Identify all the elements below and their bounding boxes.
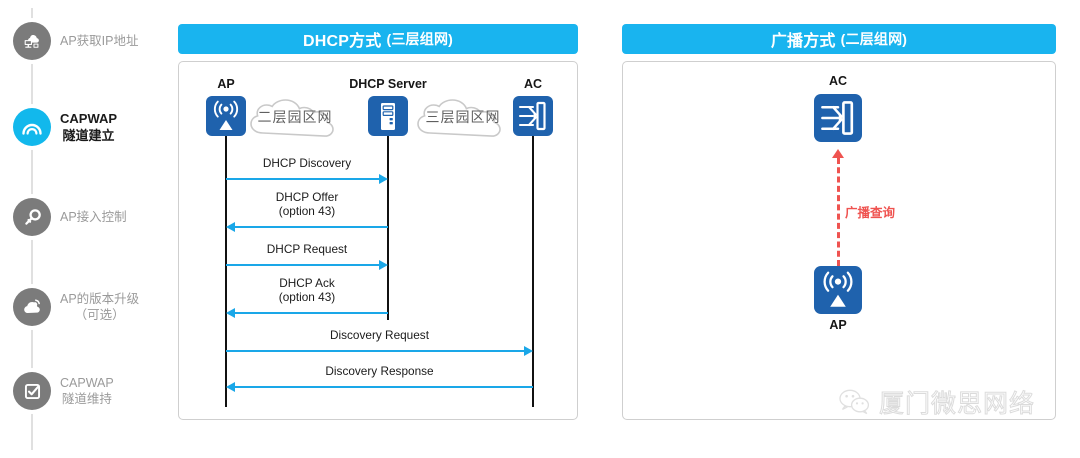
panel-title-dhcp: DHCP方式 (三层组网)	[178, 24, 578, 54]
node-ap: AP	[814, 266, 862, 332]
panel-title-paren: (二层组网)	[840, 31, 908, 47]
node-label: DHCP Server	[349, 77, 427, 91]
sidebar-step-ap-get-ip[interactable]: AP获取IP地址	[0, 22, 139, 60]
node-label: AC	[523, 77, 543, 91]
node-label: AC	[828, 74, 848, 88]
dhcp-sequence-diagram: 二层园区网 三层园区网 AP DHC	[178, 61, 578, 420]
sidebar-step-capwap-tunnel-setup[interactable]: CAPWAP 隧道建立	[0, 108, 117, 146]
message-label: DHCP Request	[266, 242, 348, 256]
message-label-line2: (option 43)	[278, 204, 336, 218]
lifeline-ac	[531, 136, 535, 407]
sidebar-step-ap-access-control[interactable]: AP接入控制	[0, 198, 127, 236]
broadcast-diagram: AC 广播查询	[622, 61, 1056, 420]
node-dhcp-server: DHCP Server	[349, 77, 427, 136]
wechat-icon	[839, 389, 870, 415]
sidebar-step-label-line1: AP的版本升级	[60, 292, 140, 306]
message-label-line1: DHCP Ack	[279, 276, 335, 290]
message-label: Discovery Response	[325, 364, 434, 378]
sidebar-step-label-line1: CAPWAP	[60, 111, 118, 126]
capwap-tunnel-icon	[13, 108, 51, 146]
broadcast-flow-line	[836, 158, 840, 266]
key-icon	[13, 198, 51, 236]
sidebar-step-label-line2: 隧道建立	[62, 128, 115, 143]
message-label: DHCP Ack (option 43)	[226, 276, 388, 304]
sidebar-step-label: CAPWAP 隧道维持	[60, 375, 114, 407]
cloud-label: 三层园区网	[425, 109, 501, 125]
checklist-icon	[13, 372, 51, 410]
dhcp-mode-panel: DHCP方式 (三层组网) 二层园区网 三层园区网 AP	[178, 24, 578, 420]
sidebar-step-label-line2: （可选）	[74, 308, 125, 322]
ac-controller-icon	[513, 96, 553, 136]
layer2-campus-network-cloud: 二层园区网	[240, 93, 350, 141]
sidebar-step-label: AP的版本升级 （可选）	[60, 291, 139, 323]
wireless-ap-icon	[206, 96, 246, 136]
message-arrow-dhcp-ack	[226, 308, 388, 318]
message-arrow-dhcp-discovery	[226, 174, 388, 184]
sidebar-step-label-line1: CAPWAP	[60, 376, 114, 390]
sidebar-step-label: AP获取IP地址	[60, 34, 139, 48]
watermark-text: 厦门微思网络	[878, 389, 1036, 419]
broadcast-arrow-head-icon	[832, 149, 844, 158]
message-arrow-discovery-request	[226, 346, 533, 356]
message-arrow-dhcp-offer	[226, 222, 388, 232]
sidebar-step-ap-version-upgrade[interactable]: AP的版本升级 （可选）	[0, 288, 139, 326]
sidebar-step-label: AP接入控制	[60, 210, 127, 224]
wireless-ap-icon	[814, 266, 862, 314]
message-label: DHCP Discovery	[262, 156, 352, 170]
broadcast-flow-label: 广播查询	[845, 206, 896, 220]
panel-title-paren: (三层组网)	[386, 31, 454, 47]
node-ap: AP	[206, 77, 246, 136]
broadcast-mode-panel: 广播方式 (二层组网) AC 广播查询	[622, 24, 1056, 420]
layer3-campus-network-cloud: 三层园区网	[407, 93, 519, 141]
node-label: AP	[829, 318, 847, 332]
lifeline-ap	[224, 136, 228, 407]
sidebar-step-label-line2: 隧道维持	[61, 392, 112, 406]
server-icon	[368, 96, 408, 136]
cloud-label: 二层园区网	[257, 109, 333, 125]
message-label-line1: DHCP Offer	[275, 190, 339, 204]
process-steps-sidebar: AP获取IP地址 CAPWAP 隧道建立 AP接入控制	[0, 0, 170, 458]
watermark: 厦门微思网络	[838, 384, 1035, 420]
node-ac: AC	[513, 77, 553, 136]
message-label-line2: (option 43)	[278, 290, 336, 304]
message-arrow-discovery-response	[226, 382, 533, 392]
message-arrow-dhcp-request	[226, 260, 388, 270]
panel-title-main: 广播方式	[770, 33, 836, 50]
ap-get-ip-icon	[13, 22, 51, 60]
node-ac: AC	[814, 74, 862, 142]
panel-title-main: DHCP方式	[302, 33, 382, 50]
node-label: AP	[217, 77, 235, 91]
cloud-upgrade-icon	[13, 288, 51, 326]
ac-controller-icon	[814, 94, 862, 142]
message-label: Discovery Request	[329, 328, 429, 342]
message-label: DHCP Offer (option 43)	[226, 190, 388, 218]
sidebar-step-label: CAPWAP 隧道建立	[60, 110, 117, 144]
sidebar-step-capwap-tunnel-maintain[interactable]: CAPWAP 隧道维持	[0, 372, 114, 410]
panel-title-broadcast: 广播方式 (二层组网)	[622, 24, 1056, 54]
